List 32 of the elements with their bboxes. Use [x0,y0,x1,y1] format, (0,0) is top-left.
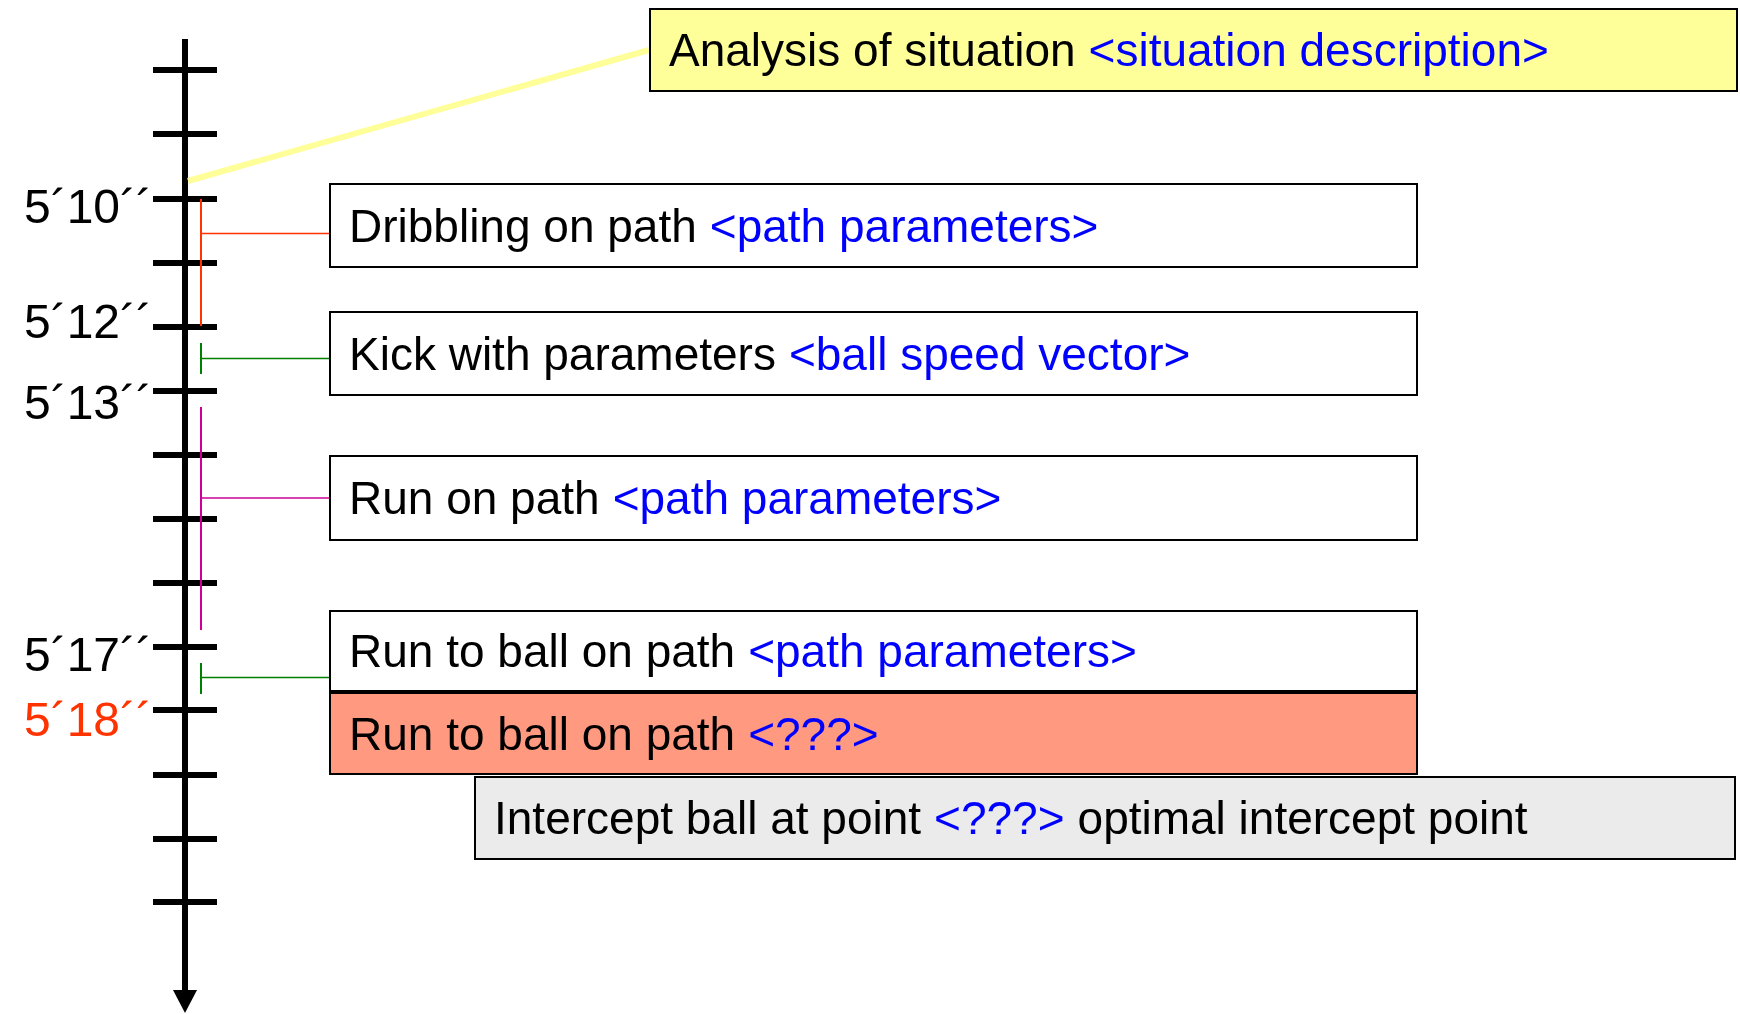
parameter-text: <path parameters> [612,471,1002,525]
parameter-text: <ball speed vector> [788,326,1191,381]
parameter-text: <???> [748,706,879,761]
action-box [329,183,1418,268]
time-label: 5´10´´ [23,179,152,234]
time-label: 5´12´´ [23,294,152,349]
action-text: Kick with parameters [349,326,776,381]
parameter-text: <???> [934,791,1065,845]
action-text: Run to ball on path [349,706,736,761]
action-text: Intercept ball at point [494,791,922,845]
leader-line [187,47,650,184]
leader-line [201,357,330,360]
leader-line [201,232,330,235]
action-text: Analysis of situation [669,23,1076,77]
time-label: 5´18´´ [23,692,152,747]
action-text: optimal intercept point [1077,791,1528,845]
parameter-text: <path parameters> [748,624,1137,678]
time-label: 5´13´´ [23,375,152,430]
action-box [649,8,1738,92]
leader-line [201,497,330,499]
action-box [474,776,1736,860]
parameter-text: <path parameters> [709,198,1099,253]
action-box [329,692,1418,775]
action-box [329,610,1418,692]
action-box [329,311,1418,396]
leader-line [201,676,330,679]
time-label: 5´17´´ [23,627,152,682]
action-text: Run on path [349,471,600,525]
action-text: Dribbling on path [349,198,697,253]
action-text: Run to ball on path [349,624,736,678]
parameter-text: <situation description> [1088,23,1549,77]
action-box [329,455,1418,541]
